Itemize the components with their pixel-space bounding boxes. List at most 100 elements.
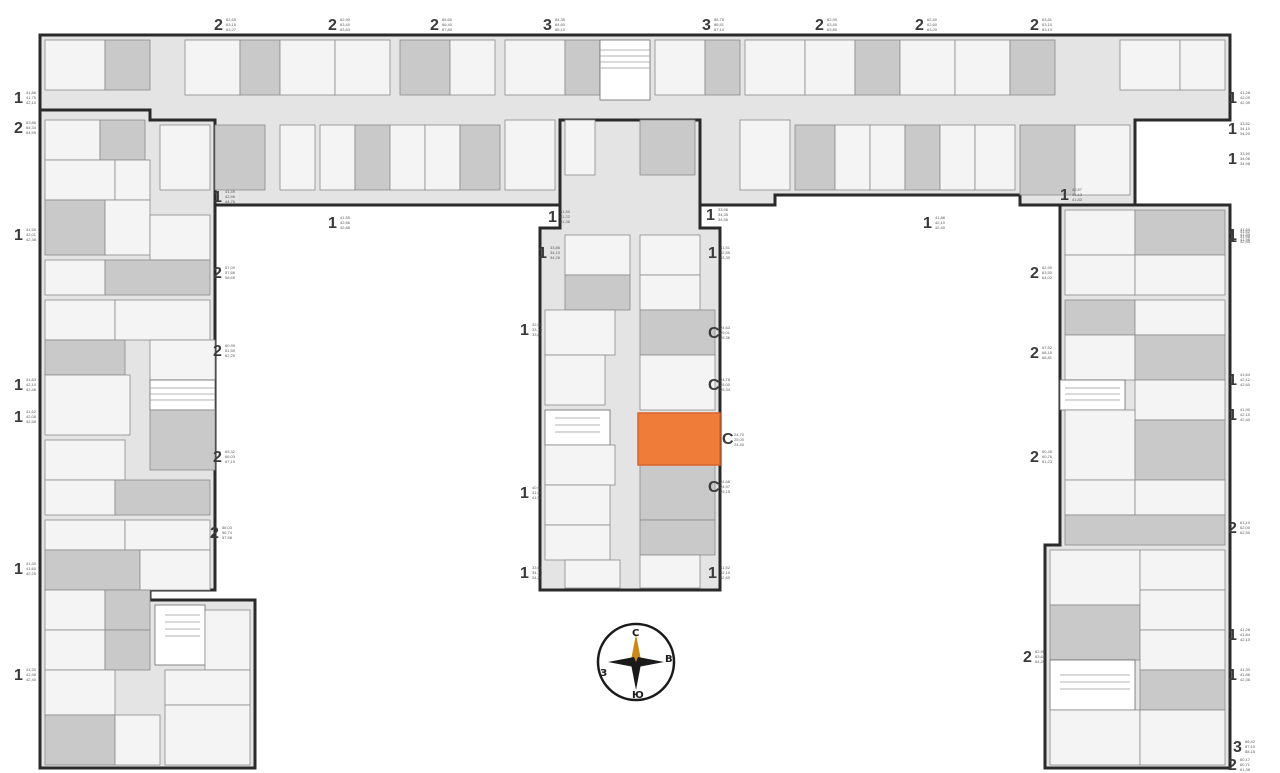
unit-area: 25,34 <box>720 387 731 392</box>
unit-area: 41,86 <box>26 90 37 95</box>
unit-area: 41,55 <box>340 215 351 220</box>
unit-room-code: 2 <box>1030 345 1039 362</box>
unit-area: 62,60 <box>927 22 938 27</box>
unit-room-code: 1 <box>328 215 337 232</box>
unit-area: 57,09 <box>225 265 236 270</box>
unit-room-code: C <box>708 377 720 394</box>
unit-area: 62,00 <box>1240 525 1251 530</box>
right-wing-rooms <box>1049 209 1226 766</box>
unit-room-code: 2 <box>915 17 924 34</box>
unit-area: 85,10 <box>555 27 566 32</box>
unit-area: 41,51 <box>720 245 731 250</box>
unit-area: 62,25 <box>225 353 236 358</box>
unit-area: 67,52 <box>1042 345 1053 350</box>
unit-room-code: 2 <box>214 17 223 34</box>
unit-area: 64,20 <box>1035 659 1046 664</box>
unit-room-code: 2 <box>210 525 219 542</box>
unit-room-code: 1 <box>14 377 23 394</box>
selected-unit-area-3: 24,40 <box>734 442 745 447</box>
unit-area: 61,23 <box>1042 459 1053 464</box>
unit-area: 60,45 <box>1042 449 1053 454</box>
unit-area: 41,83 <box>26 377 37 382</box>
unit-area: 63,81 <box>1042 17 1053 22</box>
unit-room-code: 2 <box>1030 449 1039 466</box>
unit-area: 42,40 <box>1240 417 1251 422</box>
unit-room-code: 1 <box>520 565 529 582</box>
unit-area: 34,56 <box>718 217 729 222</box>
unit-area: 41,83 <box>1072 197 1083 202</box>
unit-area: 63,40 <box>340 22 351 27</box>
unit-area: 42,10 <box>720 570 731 575</box>
unit-room-code: 2 <box>213 343 222 360</box>
unit-room-code: 1 <box>1228 121 1237 138</box>
unit-room-code: 1 <box>14 409 23 426</box>
compass-south-arrow <box>631 662 641 690</box>
unit-area: 41,52 <box>720 565 731 570</box>
compass-west-arrow <box>608 657 636 667</box>
unit-area: 41,75 <box>26 95 37 100</box>
unit-room-code: 1 <box>1228 151 1237 168</box>
unit-area: 61,38 <box>1240 767 1251 772</box>
unit-area: 41,06 <box>532 490 543 495</box>
unit-area: 41,62 <box>26 409 37 414</box>
unit-area: 42,96 <box>225 194 236 199</box>
unit-room-code: 3 <box>702 17 711 34</box>
unit-room-code: 1 <box>213 189 222 206</box>
unit-area: 34,20 <box>1240 131 1251 136</box>
unit-area: 64,02 <box>1042 275 1053 280</box>
unit-area: 42,10 <box>26 100 37 105</box>
unit-room-code: 2 <box>14 120 23 137</box>
unit-area: 34,06 <box>1240 156 1251 161</box>
unit-room-code: 2 <box>1228 757 1237 773</box>
unit-area: 42,66 <box>340 220 351 225</box>
unit-area: 41,98 <box>1240 234 1251 239</box>
stairs <box>150 49 1130 690</box>
unit-area: 41,89 <box>1240 232 1251 237</box>
unit-area: 42,08 <box>26 414 37 419</box>
unit-area: 42,25 <box>26 571 37 576</box>
unit-area: 88,15 <box>1245 749 1256 754</box>
compass-south: Ю <box>632 690 644 701</box>
unit-area: 87,10 <box>1245 744 1256 749</box>
unit-area: 33,52 <box>1240 121 1251 126</box>
unit-room-code: 1 <box>14 667 23 684</box>
unit-room-code: 2 <box>213 449 222 466</box>
unit-area: 24,78 <box>720 377 731 382</box>
unit-room-code: 1 <box>538 245 547 262</box>
unit-room-code: 1 <box>14 90 23 107</box>
unit-area: 62,90 <box>827 17 838 22</box>
unit-area: 60,99 <box>225 343 236 348</box>
unit-area: 42,10 <box>935 220 946 225</box>
unit-room-code: 1 <box>1228 229 1237 246</box>
unit-area: 25,36 <box>720 335 731 340</box>
selected-unit-area-1: 24,70 <box>734 432 745 437</box>
unit-area: 63,10 <box>1042 22 1053 27</box>
selected-unit-room-code: С <box>722 431 734 448</box>
unit-area: 42,10 <box>1240 637 1251 642</box>
unit-area: 42,40 <box>935 225 946 230</box>
unit-room-code: 1 <box>1228 627 1237 644</box>
unit-area: 63,64 <box>1035 654 1046 659</box>
selected-unit[interactable] <box>637 412 721 466</box>
unit-area: 41,30 <box>26 667 37 672</box>
